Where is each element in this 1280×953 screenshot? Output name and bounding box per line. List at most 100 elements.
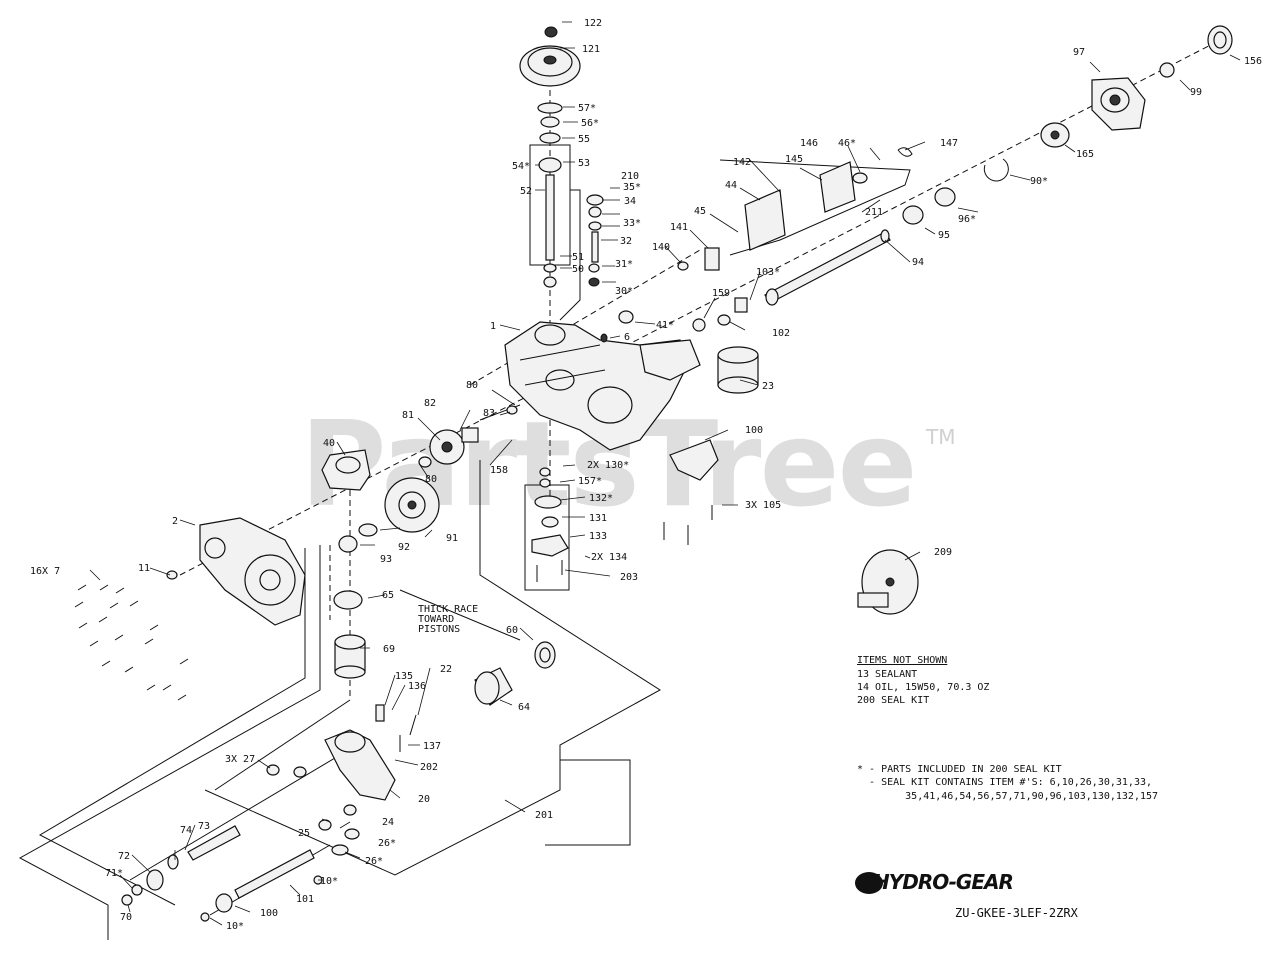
items-not-shown-line: 14 OIL, 15W50, 70.3 OZ [857, 682, 990, 693]
cylinder-block-69 [334, 634, 366, 679]
callout: 132* [589, 493, 613, 504]
callout: 81 [402, 410, 414, 421]
callout: 16X 7 [30, 566, 60, 577]
leader-lines [89, 21, 1241, 926]
ring-31 [588, 263, 600, 273]
callout: 30* [615, 286, 633, 297]
callout: 51 [572, 252, 584, 263]
callout: 1 [490, 321, 496, 332]
bearing-53 [538, 157, 562, 173]
callout: 137 [423, 741, 441, 752]
gear-72 [146, 869, 164, 891]
callout: 10* [320, 876, 338, 887]
callout: 157* [578, 476, 602, 487]
bearing-95 [902, 205, 924, 225]
callout: 100 [260, 908, 278, 919]
seal-26a [344, 828, 360, 840]
callout: 2X 134 [591, 552, 627, 563]
callout: 133 [589, 531, 607, 542]
callout: 64 [518, 702, 530, 713]
housing-40 [321, 449, 371, 491]
callout: 33* [623, 218, 641, 229]
bolt-27a [266, 764, 280, 776]
callout: 35* [623, 182, 641, 193]
callout: 211 [865, 207, 883, 218]
callout: 142 [733, 157, 751, 168]
hub-165 [1040, 122, 1070, 148]
callout: 122 [584, 18, 602, 29]
part-102 [717, 314, 731, 326]
callout: 55 [578, 134, 590, 145]
brand-logo: HYDRO-GEAR [855, 870, 1014, 894]
callout: 100 [745, 425, 763, 436]
items-not-shown-line: 13 SEALANT [857, 669, 918, 680]
bearing-93 [338, 535, 358, 553]
callout: 101 [296, 894, 314, 905]
callout: 74 [180, 825, 192, 836]
main-housing-1 [504, 321, 701, 451]
ring-55 [539, 132, 561, 144]
callout: 158 [490, 465, 508, 476]
washer-130 [539, 467, 551, 477]
washer-70 [121, 894, 133, 906]
bracket-145 [819, 161, 856, 213]
callout: 80 [425, 474, 437, 485]
callout: 3X 27 [225, 754, 255, 765]
plate-141 [704, 247, 720, 271]
callout: 23 [762, 381, 774, 392]
callout: 57* [578, 103, 596, 114]
callout: 45 [694, 206, 706, 217]
callout: 53 [578, 158, 590, 169]
callout: 71* [105, 868, 123, 879]
callout: 32 [620, 236, 632, 247]
callout: 80 [466, 380, 478, 391]
thick-race-note-2: TOWARD [418, 614, 455, 625]
ring-34 [588, 206, 602, 218]
callout: 2X 130* [587, 460, 629, 471]
callout: 94 [912, 257, 924, 268]
callout: 147 [940, 138, 958, 149]
callout: 72 [118, 851, 130, 862]
seal-50 [543, 276, 557, 288]
ring-131 [541, 516, 559, 528]
callout: 91 [446, 533, 458, 544]
thick-race-note-1: THICK RACE [418, 604, 479, 615]
cap-133 [531, 534, 569, 557]
callout: 136 [408, 681, 426, 692]
callout: 10* [226, 921, 244, 932]
bracket-100 [669, 439, 719, 481]
callout: 99 [1190, 87, 1202, 98]
callout: 65 [382, 590, 394, 601]
washer-56 [540, 116, 560, 128]
callout: 40 [323, 438, 335, 449]
gear-91 [384, 477, 440, 533]
callout: 82 [424, 398, 436, 409]
valve-24 [343, 804, 357, 816]
pin-135 [375, 704, 385, 722]
callout: 90* [1030, 176, 1048, 187]
seal-10b [200, 912, 210, 922]
seal-132 [534, 495, 562, 509]
rod-32 [591, 231, 599, 263]
callout: 31* [615, 259, 633, 270]
bearing-156 [1207, 25, 1233, 55]
ring-157 [539, 478, 551, 488]
callout: 26* [378, 838, 396, 849]
center-section-20 [324, 729, 396, 801]
callout: 159 [712, 288, 730, 299]
callout: 69 [383, 644, 395, 655]
callout: 11 [138, 563, 150, 574]
input-shaft-52 [545, 174, 555, 261]
callout: 141 [670, 222, 688, 233]
model-number: ZU-GKEE-3LEF-2ZRX [955, 906, 1078, 920]
ring-51 [543, 263, 557, 273]
bolts-7 [74, 584, 189, 701]
callout: 209 [934, 547, 952, 558]
seal-41 [618, 310, 634, 324]
nut-99 [1159, 62, 1175, 78]
washer-35 [586, 194, 604, 206]
brand-logo-mark [855, 872, 883, 894]
callout: 60 [506, 625, 518, 636]
